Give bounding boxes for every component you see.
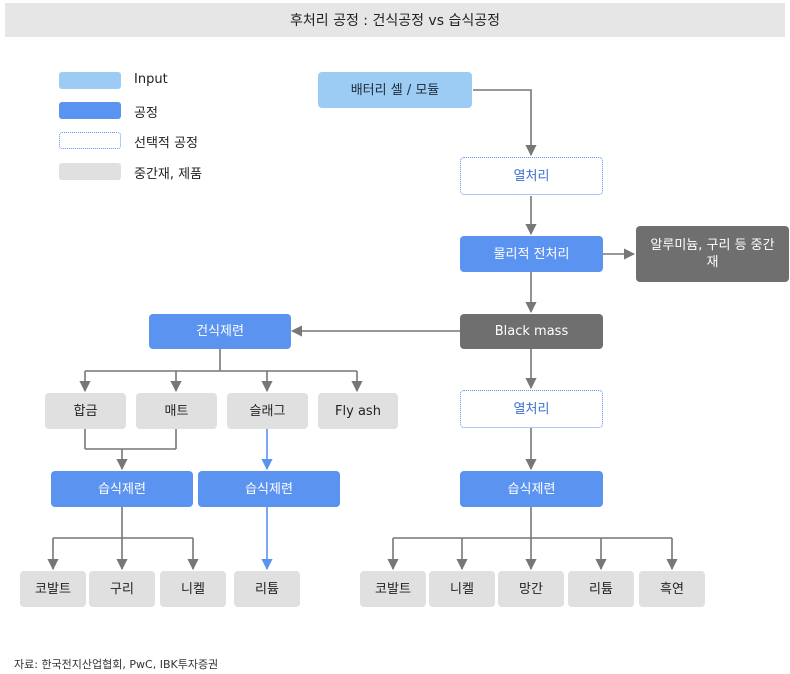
node-hydrometallurgy-right: 습식제련 [460, 471, 603, 507]
node-slag: 슬래그 [227, 393, 308, 429]
diagram-title: 후처리 공정 : 건식공정 vs 습식공정 [5, 3, 785, 37]
edge-hydro-left-bus [53, 507, 193, 539]
legend-input-label: Input [134, 72, 168, 87]
node-hydrometallurgy-left-1: 습식제련 [51, 471, 193, 507]
legend-input-swatch [59, 72, 121, 89]
legend-intermediate-label: 중간재, 제품 [134, 167, 203, 182]
node-pyrometallurgy: 건식제련 [149, 314, 291, 349]
node-alloy: 합금 [45, 393, 126, 429]
node-left-cobalt: 코발트 [20, 571, 86, 607]
node-battery-cell-module: 배터리 셀 / 모듈 [318, 72, 472, 108]
source-note: 자료: 한국전지산업협회, PwC, IBK투자증권 [14, 658, 219, 671]
node-hydrometallurgy-left-2: 습식제련 [198, 471, 340, 507]
node-heat-treatment-2: 열처리 [460, 390, 603, 428]
edge-battery-heat1 [473, 89, 537, 157]
legend-process-swatch [59, 102, 121, 119]
node-right-manganese: 망간 [498, 571, 564, 607]
node-left-lithium: 리튬 [234, 571, 300, 607]
edge-hydro-right-bus [393, 507, 672, 539]
legend-intermediate-swatch [59, 163, 121, 180]
legend-process-label: 공정 [134, 106, 158, 121]
legend-optional-label: 선택적 공정 [134, 136, 198, 151]
edge-pyro-bus [85, 349, 357, 372]
node-black-mass: Black mass [460, 314, 603, 349]
node-heat-treatment-1: 열처리 [460, 157, 603, 195]
legend-optional-swatch [59, 132, 121, 149]
edge-alloy-matte-hydro [84, 429, 177, 469]
node-right-cobalt: 코발트 [360, 571, 426, 607]
node-left-copper: 구리 [89, 571, 155, 607]
node-matte: 매트 [136, 393, 217, 429]
node-fly-ash: Fly ash [318, 393, 398, 429]
node-aluminum-copper-intermediate: 알루미늄, 구리 등 중간재 [636, 226, 789, 282]
node-physical-pretreatment: 물리적 전처리 [460, 236, 603, 272]
node-right-nickel: 니켈 [429, 571, 495, 607]
node-right-lithium: 리튬 [568, 571, 634, 607]
node-left-nickel: 니켈 [160, 571, 226, 607]
node-right-graphite: 흑연 [639, 571, 705, 607]
